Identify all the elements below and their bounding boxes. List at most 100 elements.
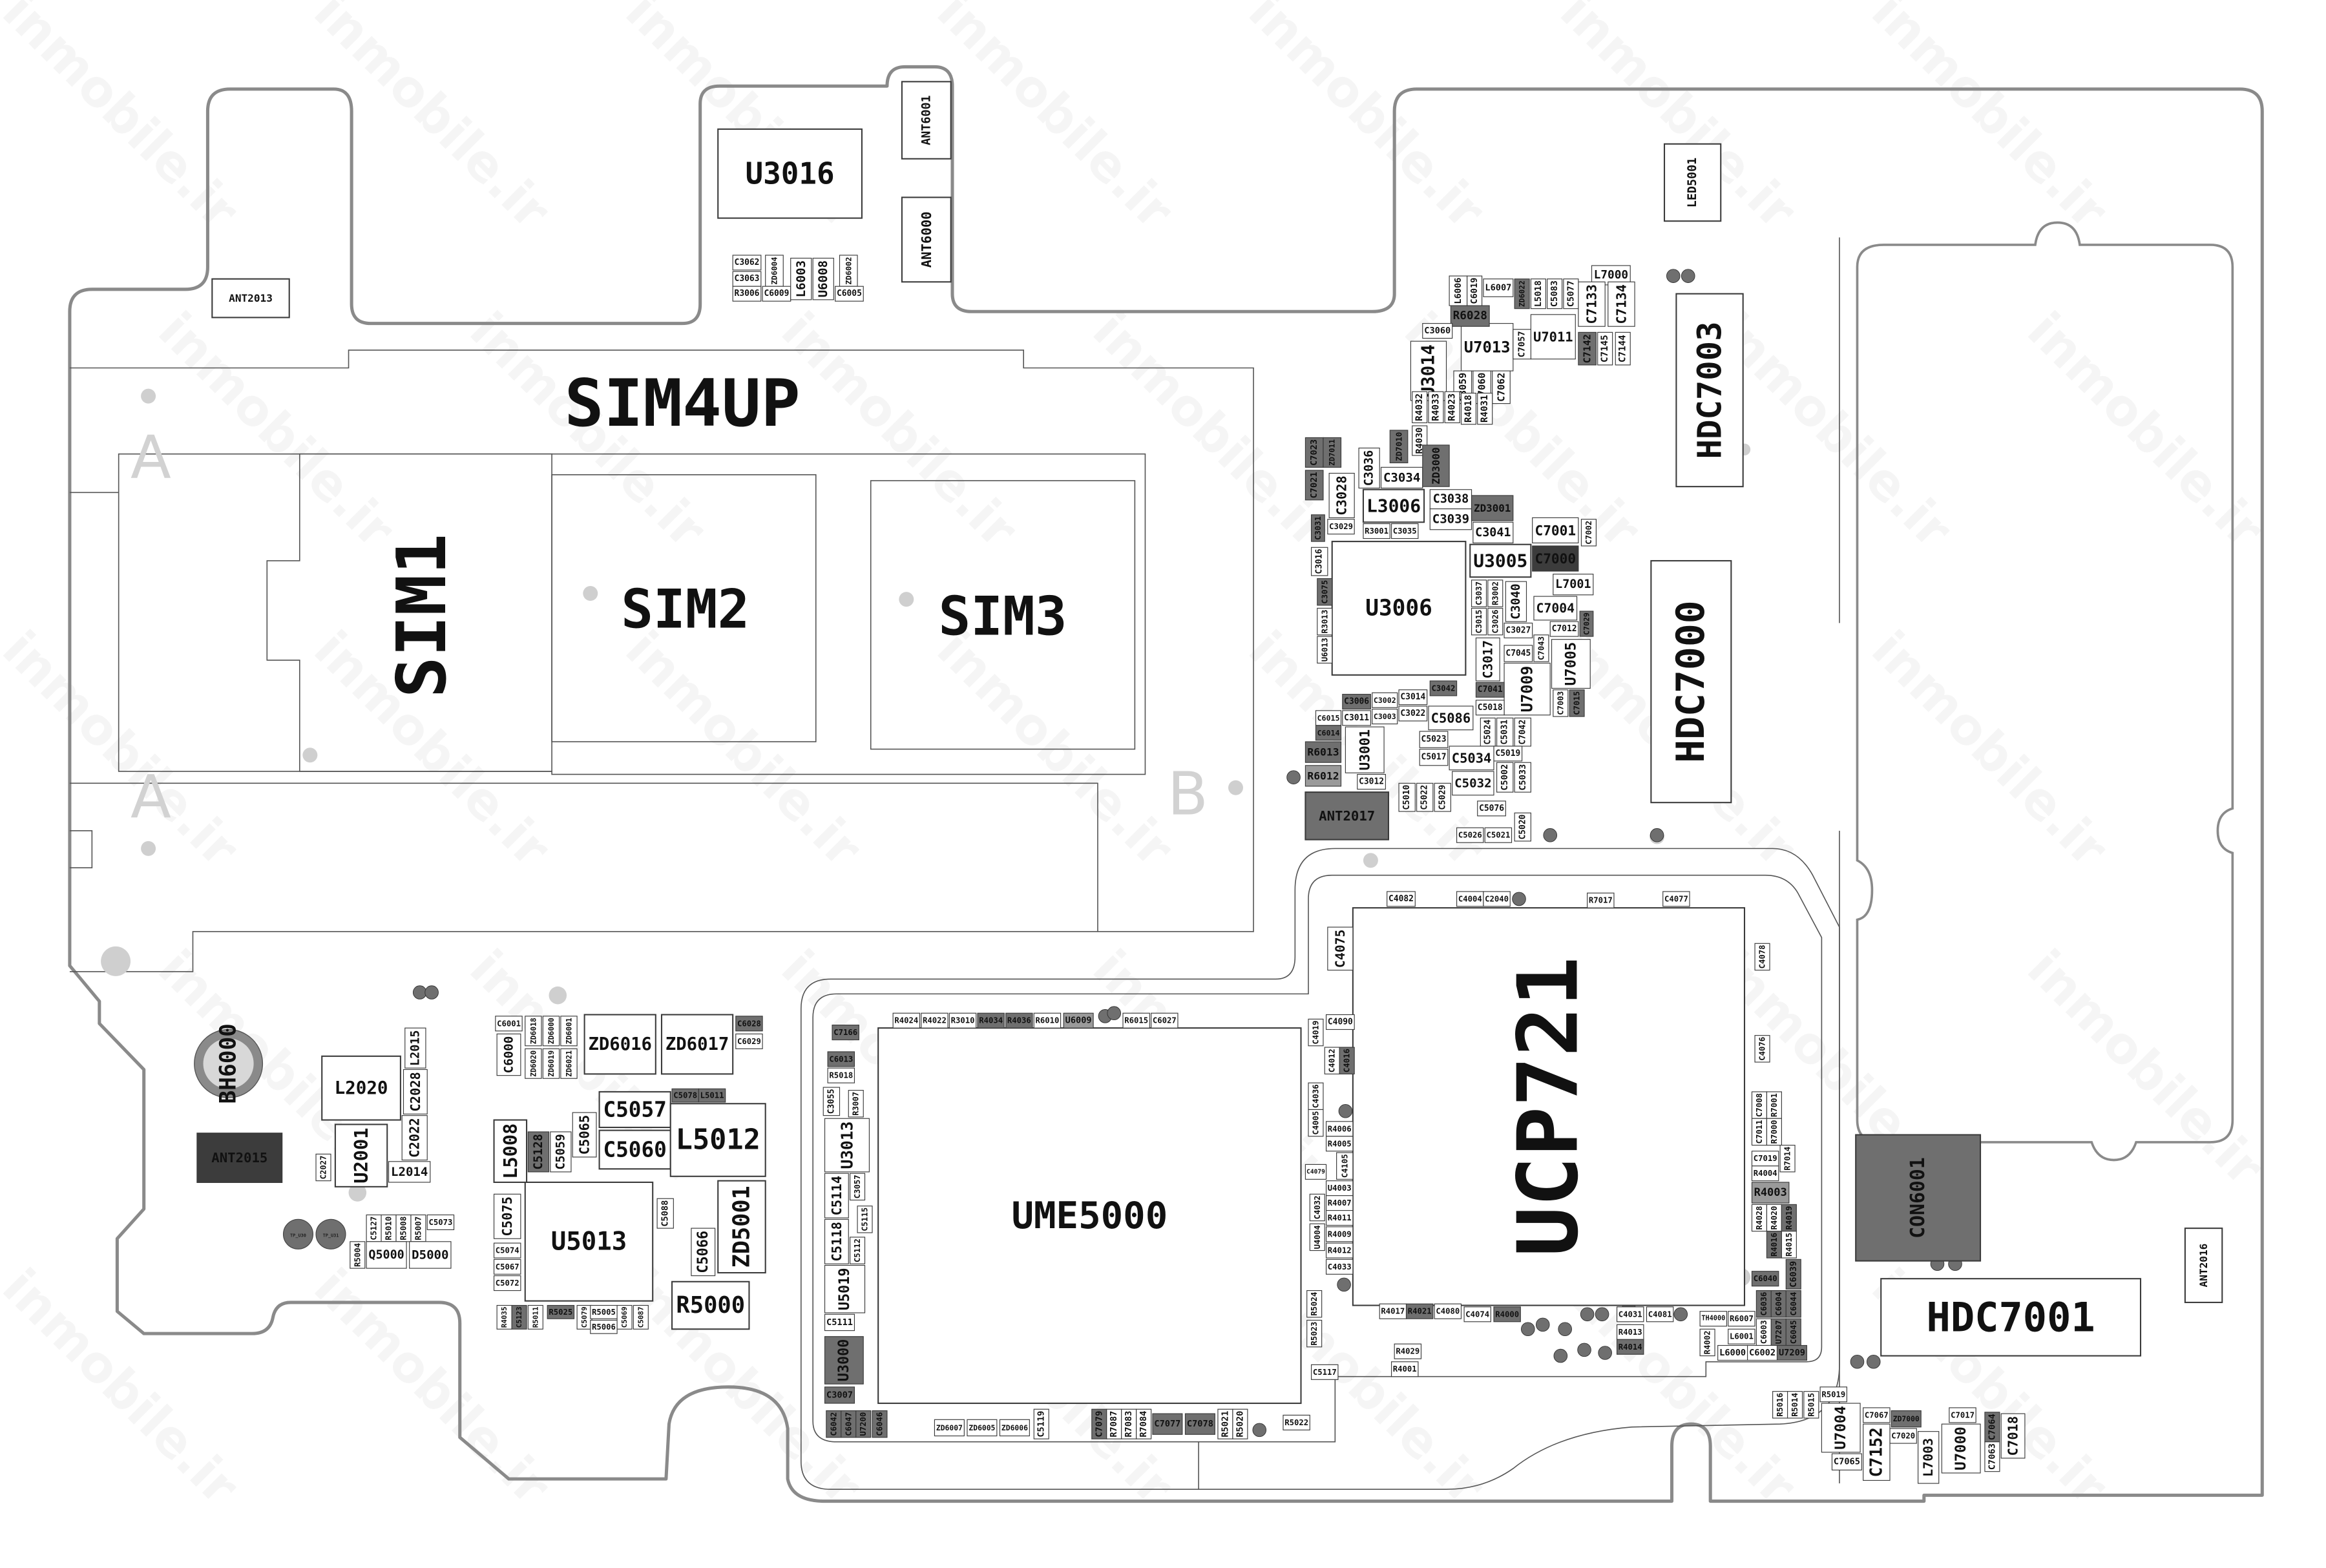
component-c4081[interactable]: C4081 [1646, 1306, 1674, 1322]
component-c7023[interactable]: C7023 [1304, 437, 1324, 468]
component-c7057[interactable]: C7057 [1513, 329, 1531, 360]
component-c7065[interactable]: C7065 [1831, 1453, 1862, 1470]
component-c3017[interactable]: C3017 [1475, 637, 1500, 682]
component-c5114[interactable]: C5114 [824, 1173, 849, 1218]
component-c5018[interactable]: C5018 [1475, 700, 1505, 716]
component-r6010[interactable]: R6010 [1033, 1012, 1062, 1029]
component-zd6017[interactable]: ZD6017 [660, 1014, 734, 1075]
component-c4012[interactable]: C4012 [1324, 1047, 1340, 1074]
component-c5119[interactable]: C5119 [1033, 1408, 1049, 1439]
component-c5017[interactable]: C5017 [1419, 748, 1449, 766]
component-r4021[interactable]: R4021 [1405, 1303, 1434, 1319]
component-r5023[interactable]: R5023 [1306, 1319, 1323, 1348]
component-r4036[interactable]: R4036 [1005, 1012, 1033, 1029]
component-c3022[interactable]: C3022 [1398, 706, 1428, 722]
component-u6008[interactable]: U6008 [812, 258, 834, 300]
component-ant2017[interactable]: ANT2017 [1304, 791, 1390, 841]
component-c5031[interactable]: C5031 [1496, 717, 1514, 747]
component-r4019[interactable]: R4019 [1781, 1204, 1797, 1232]
component-c4005[interactable]: C4005 [1308, 1109, 1324, 1137]
component-c6015[interactable]: C6015 [1315, 710, 1342, 726]
component-c3075[interactable]: C3075 [1317, 578, 1333, 606]
component-r4022[interactable]: R4022 [921, 1012, 948, 1029]
component-c7064[interactable]: C7064 [1984, 1412, 2000, 1443]
component-u7200[interactable]: U7200 [855, 1410, 872, 1438]
component-c5022[interactable]: C5022 [1416, 782, 1434, 812]
component-zd7000[interactable]: ZD7000 [1891, 1410, 1922, 1428]
component-u6013[interactable]: U6013 [1317, 636, 1333, 664]
component-c6045[interactable]: C6045 [1785, 1318, 1801, 1346]
component-r7084[interactable]: R7084 [1136, 1408, 1152, 1439]
component-c7017[interactable]: C7017 [1949, 1407, 1976, 1423]
component-c5066[interactable]: C5066 [691, 1228, 716, 1277]
component-c5088[interactable]: C5088 [656, 1198, 674, 1229]
component-c7041[interactable]: C7041 [1475, 682, 1505, 698]
component-c7077[interactable]: C7077 [1152, 1413, 1183, 1435]
component-u6009[interactable]: U6009 [1063, 1012, 1094, 1029]
component-r4015[interactable]: R4015 [1781, 1231, 1797, 1259]
component-l5012[interactable]: L5012 [669, 1103, 766, 1177]
component-d5000[interactable]: D5000 [409, 1241, 452, 1269]
component-c7018[interactable]: C7018 [2000, 1413, 2026, 1459]
component-c7019[interactable]: C7019 [1751, 1151, 1779, 1167]
component-c4032[interactable]: C4032 [1309, 1193, 1325, 1222]
component-zd7011[interactable]: ZD7011 [1323, 437, 1342, 468]
component-c6004[interactable]: C6004 [1770, 1290, 1786, 1318]
component-ant2015[interactable]: ANT2015 [196, 1133, 283, 1183]
component-c5083[interactable]: C5083 [1547, 278, 1563, 309]
component-c7003[interactable]: C7003 [1553, 689, 1569, 717]
component-zd6016[interactable]: ZD6016 [583, 1014, 656, 1075]
component-r3001[interactable]: R3001 [1363, 523, 1390, 539]
component-r4029[interactable]: R4029 [1394, 1343, 1422, 1359]
component-c7000[interactable]: C7000 [1532, 545, 1579, 572]
test-point-tp-u31[interactable]: TP_U31 [315, 1218, 346, 1249]
component-c4080[interactable]: C4080 [1434, 1303, 1462, 1319]
component-c5002[interactable]: C5002 [1496, 762, 1514, 793]
component-c2022[interactable]: C2022 [401, 1115, 428, 1161]
component-c6005[interactable]: C6005 [835, 286, 864, 302]
component-c5059[interactable]: C5059 [550, 1131, 572, 1173]
component-l5018[interactable]: L5018 [1530, 278, 1546, 309]
component-c5065[interactable]: C5065 [572, 1112, 597, 1158]
component-r4007[interactable]: R4007 [1325, 1195, 1354, 1211]
component-r4005[interactable]: R4005 [1325, 1136, 1354, 1152]
component-zd6019[interactable]: ZD6019 [542, 1048, 560, 1079]
component-u7009[interactable]: U7009 [1504, 662, 1551, 716]
component-c5077[interactable]: C5077 [1563, 278, 1579, 309]
component-r5016[interactable]: R5016 [1772, 1391, 1788, 1419]
component-r5011[interactable]: R5011 [527, 1304, 543, 1330]
component-ucp721[interactable]: UCP721 [1352, 907, 1746, 1306]
component-c5067[interactable]: C5067 [493, 1259, 521, 1275]
component-c6044[interactable]: C6044 [1785, 1290, 1801, 1318]
component-r6012[interactable]: R6012 [1304, 765, 1342, 787]
component-r5018[interactable]: R5018 [827, 1067, 855, 1083]
component-ant2013[interactable]: ANT2013 [211, 278, 290, 319]
component-r4016[interactable]: R4016 [1766, 1231, 1782, 1259]
component-c3011[interactable]: C3011 [1342, 710, 1372, 726]
component-r6013[interactable]: R6013 [1304, 741, 1342, 763]
component-c5023[interactable]: C5023 [1419, 731, 1449, 748]
component-l7001[interactable]: L7001 [1553, 574, 1594, 596]
component-r5020[interactable]: R5020 [1232, 1408, 1248, 1439]
component-u4003[interactable]: U4003 [1325, 1180, 1354, 1197]
component-c3040[interactable]: C3040 [1505, 581, 1527, 622]
component-th4000[interactable]: TH4000 [1699, 1311, 1728, 1327]
component-c3057[interactable]: C3057 [849, 1173, 866, 1201]
component-c5010[interactable]: C5010 [1398, 782, 1416, 812]
component-c5020[interactable]: C5020 [1514, 812, 1531, 842]
component-r4003[interactable]: R4003 [1751, 1182, 1790, 1204]
component-r6007[interactable]: R6007 [1728, 1311, 1755, 1327]
component-r3010[interactable]: R3010 [948, 1012, 977, 1029]
component-c7145[interactable]: C7145 [1597, 331, 1613, 366]
component-c5021[interactable]: C5021 [1484, 827, 1513, 843]
component-u3016[interactable]: U3016 [717, 128, 863, 219]
component-c6039[interactable]: C6039 [1785, 1259, 1801, 1290]
component-r4031[interactable]: R4031 [1477, 392, 1493, 425]
component-r5022[interactable]: R5022 [1283, 1414, 1310, 1430]
component-c5029[interactable]: C5029 [1434, 782, 1451, 812]
component-r4033[interactable]: R4033 [1428, 391, 1444, 424]
component-u3001[interactable]: U3001 [1345, 726, 1385, 773]
test-point-tp-u30[interactable]: TP_U30 [282, 1218, 314, 1249]
component-r4035[interactable]: R4035 [496, 1304, 512, 1330]
component-r4032[interactable]: R4032 [1412, 391, 1428, 424]
